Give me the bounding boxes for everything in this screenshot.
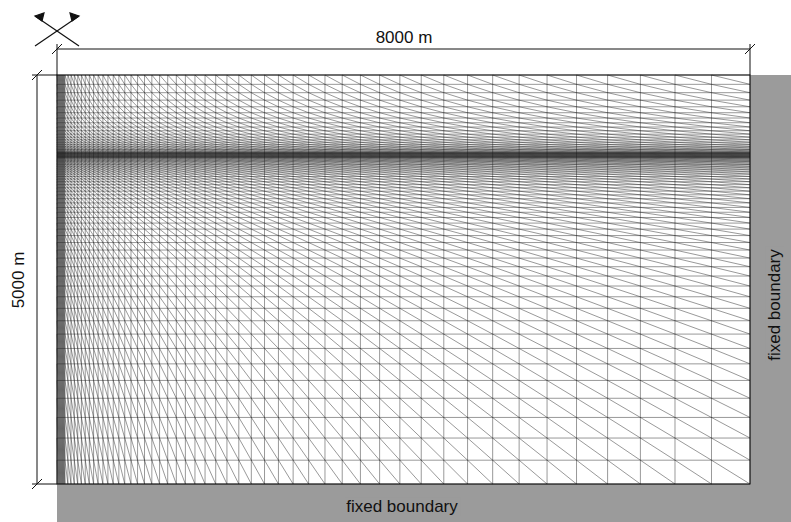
boundary-label: fixed boundary <box>766 247 785 363</box>
fixed-boundary-band <box>750 75 791 522</box>
finite-element-mesh <box>57 75 750 484</box>
symmetry-symbol <box>35 13 79 46</box>
mesh-border <box>57 75 750 484</box>
dimension-label: 8000 m <box>374 29 435 48</box>
dimension-lines <box>32 44 755 489</box>
mesh-lines <box>57 75 750 484</box>
fixed-boundary-band <box>57 484 791 522</box>
dimension-label: 5000 m <box>10 250 29 311</box>
boundary-label: fixed boundary <box>344 498 460 517</box>
